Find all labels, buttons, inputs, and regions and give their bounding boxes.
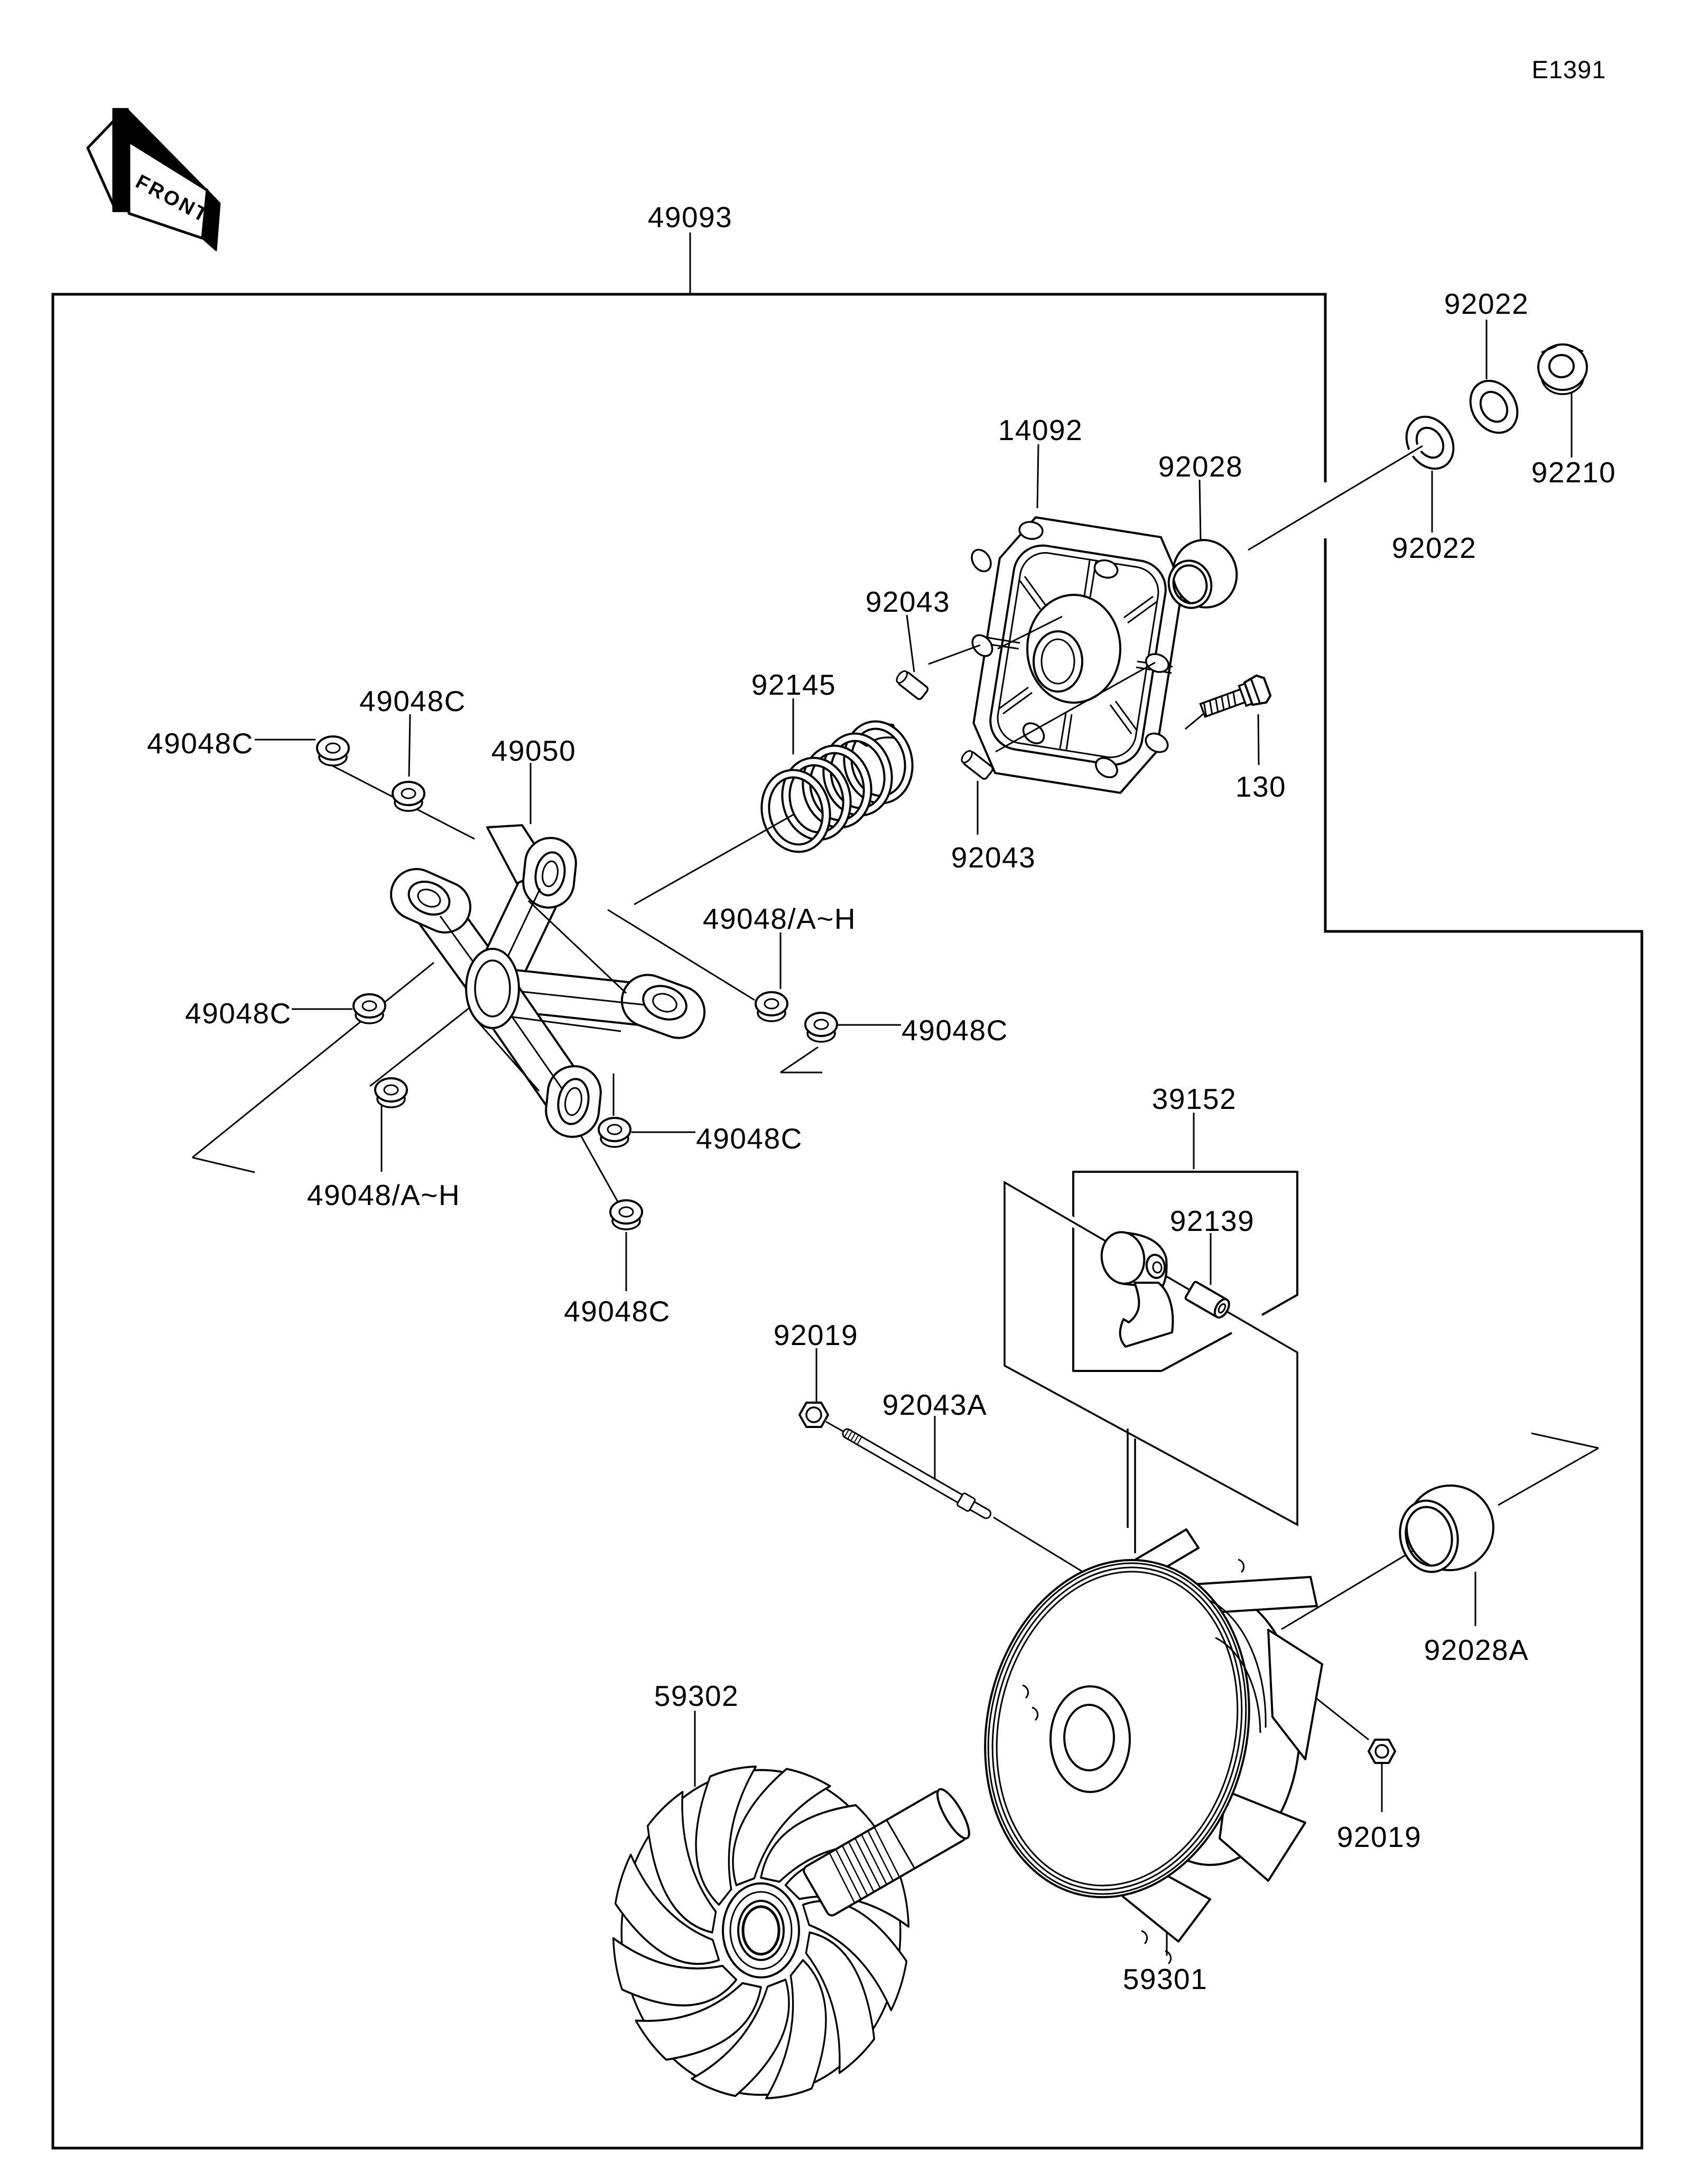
svg-text:49048C: 49048C [185,997,292,1030]
svg-text:49050: 49050 [491,734,576,767]
svg-text:92043: 92043 [866,585,950,618]
svg-text:14092: 14092 [998,414,1083,446]
svg-text:49048/A~H: 49048/A~H [307,1179,460,1211]
svg-text:92022: 92022 [1392,531,1476,564]
svg-text:49048C: 49048C [902,1014,1008,1047]
svg-text:92145: 92145 [751,668,836,701]
svg-text:92043: 92043 [951,841,1036,874]
svg-text:92210: 92210 [1531,456,1616,489]
svg-text:49048/A~H: 49048/A~H [703,902,856,935]
svg-text:E1391: E1391 [1532,55,1606,83]
svg-text:92019: 92019 [774,1319,858,1351]
svg-text:39152: 39152 [1152,1082,1237,1115]
svg-text:92139: 92139 [1170,1205,1255,1237]
svg-text:92028A: 92028A [1424,1634,1529,1666]
svg-text:49048C: 49048C [147,727,254,760]
svg-text:59302: 59302 [654,1679,739,1712]
svg-text:59301: 59301 [1123,1963,1207,1995]
svg-text:92019: 92019 [1337,1821,1421,1853]
svg-text:49048C: 49048C [564,1295,671,1328]
svg-text:92028: 92028 [1158,450,1243,483]
svg-text:92043A: 92043A [882,1388,988,1421]
svg-text:130: 130 [1235,770,1286,803]
svg-text:49048C: 49048C [696,1122,803,1155]
svg-text:49048C: 49048C [359,685,466,717]
svg-text:92022: 92022 [1444,287,1529,320]
svg-text:49093: 49093 [648,201,732,234]
